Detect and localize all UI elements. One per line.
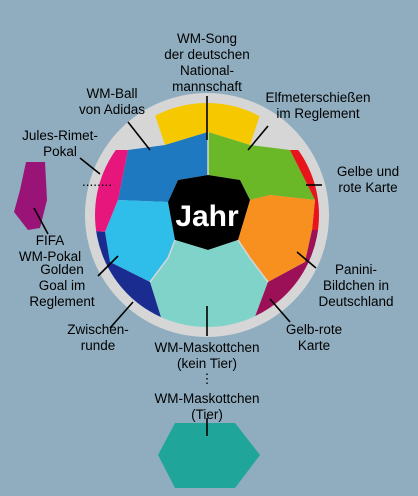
panel-center-jahr <box>168 175 250 250</box>
wm-song-line-1: WM-Song <box>177 31 237 46</box>
wm-song-line-4: mannschaft <box>172 79 242 94</box>
line-golden-goal <box>97 255 119 277</box>
vertical-dots: ⋮ <box>200 371 214 386</box>
wm-ball-line-1: WM-Ball <box>87 86 138 101</box>
panini-line-1: Panini- <box>335 262 377 277</box>
zwischenrunde-line-2: runde <box>81 338 116 353</box>
ball-seams <box>149 132 269 283</box>
connector-lines <box>33 96 322 436</box>
maskottchen-tier-hexagon <box>158 423 260 488</box>
label-jules-rimet: Jules-Rimet-Pokal <box>22 128 98 159</box>
ellipsis-dots: ........ <box>82 174 112 189</box>
fifa-pokal-line-2: WM-Pokal <box>19 249 81 264</box>
elfmeter-line-2: im Reglement <box>276 106 360 121</box>
elfmeter-line-1: Elfmeterschießen <box>265 90 370 105</box>
gelb-rote-line-1: Gelb-rote <box>286 322 342 337</box>
fifa-pokal-shape <box>14 162 47 230</box>
line-gelb-rote <box>269 298 291 323</box>
panel-wm-ball <box>118 132 208 202</box>
panel-elfmeterschiessen <box>208 132 315 200</box>
gelb-rote-line-2: Karte <box>298 338 330 353</box>
wm-song-line-2: der deutschen <box>164 47 250 62</box>
maskottchen-kein-tier-line-1: WM-Maskottchen <box>154 340 259 355</box>
panel-panini <box>238 195 315 282</box>
jules-rimet-line-2: Pokal <box>43 144 77 159</box>
label-maskottchen-kein-tier: WM-Maskottchen(kein Tier) <box>154 340 259 371</box>
zwischenrunde-line-1: Zwischen- <box>67 322 129 337</box>
line-zwischenrunde <box>109 301 134 329</box>
panini-line-2: Bildchen in <box>323 278 389 293</box>
golden-goal-line-2: Goal im <box>39 278 86 293</box>
panel-maskottchen-kein-tier <box>150 240 268 327</box>
golden-goal-line-1: Golden <box>40 262 84 277</box>
fifa-pokal-line-1: FIFA <box>36 233 65 248</box>
center-label-jahr: Jahr <box>175 200 239 233</box>
gelbe-rote-line-2: rote Karte <box>338 180 397 195</box>
maskottchen-tier-line-1: WM-Maskottchen <box>154 391 259 406</box>
golden-goal-line-3: Reglement <box>29 294 95 309</box>
panel-golden-goal <box>105 200 175 282</box>
line-elfmeter <box>247 125 269 151</box>
line-wm-ball <box>127 121 151 151</box>
line-fifa <box>33 207 49 235</box>
gelbe-rote-line-1: Gelbe und <box>337 164 399 179</box>
maskottchen-kein-tier-line-2: (kein Tier) <box>177 356 237 371</box>
wm-ball-line-2: von Adidas <box>79 102 145 117</box>
maskottchen-tier-line-2: (Tier) <box>191 407 223 422</box>
label-zwischenrunde: Zwischen-runde <box>67 322 129 353</box>
panini-line-3: Deutschland <box>318 294 393 309</box>
panel-gelbe-rote-karte <box>290 150 319 230</box>
line-jules-rimet <box>79 157 101 175</box>
jules-rimet-line-1: Jules-Rimet- <box>22 128 98 143</box>
line-panini <box>296 251 317 269</box>
label-maskottchen-tier: WM-Maskottchen(Tier) <box>154 391 259 422</box>
wm-song-line-3: National- <box>180 63 234 78</box>
